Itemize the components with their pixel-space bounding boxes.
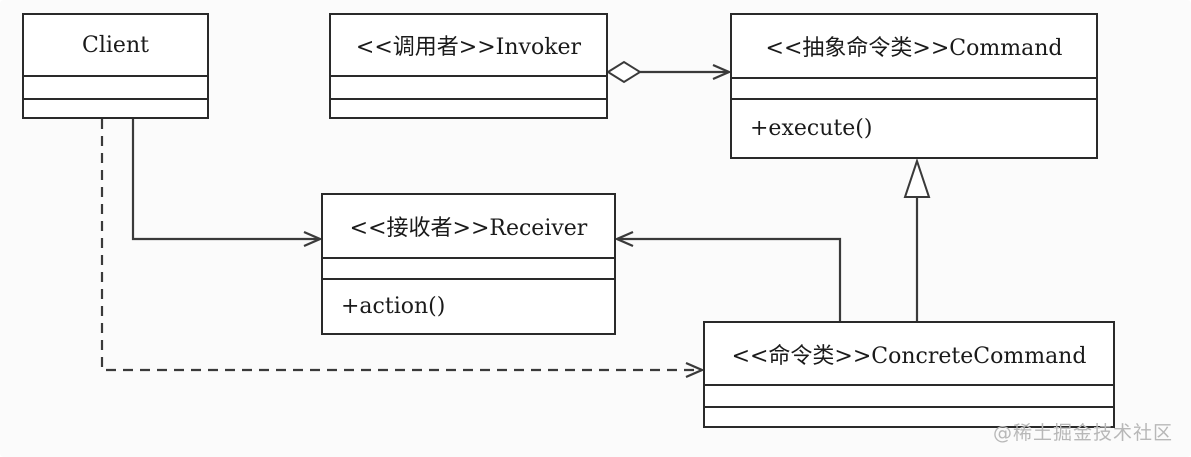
watermark: @稀土掘金技术社区 [992, 422, 1173, 444]
operations-compartment [331, 98, 606, 119]
class-name: <<接收者>>Receiver [349, 216, 588, 241]
operation-execute: +execute() [732, 98, 1096, 157]
class-invoker: <<调用者>>Invoker [329, 13, 608, 119]
class-client: Client [22, 13, 209, 119]
association-concretecommand-receiver [617, 239, 842, 321]
attributes-compartment [24, 75, 207, 98]
aggregation-invoker-command [606, 60, 729, 84]
operations-compartment [705, 406, 1113, 426]
generalization-triangle [903, 157, 931, 198]
class-name: <<命令类>>ConcreteCommand [731, 343, 1087, 369]
class-receiver: <<接收者>>Receiver +action() [321, 193, 616, 335]
class-command: <<抽象命令类>>Command +execute() [730, 13, 1098, 159]
attributes-compartment [732, 77, 1096, 98]
class-name: <<调用者>>Invoker [355, 35, 582, 60]
dependency-client-concretecommand [100, 119, 702, 370]
attributes-compartment [323, 257, 614, 278]
attributes-compartment [705, 384, 1113, 406]
generalization-concretecommand-command [903, 157, 931, 321]
operation-action: +action() [323, 278, 614, 333]
attributes-compartment [331, 75, 606, 98]
class-name: Client [82, 32, 149, 58]
operations-compartment [24, 98, 207, 119]
class-name: <<抽象命令类>>Command [765, 36, 1063, 61]
class-concrete-command: <<命令类>>ConcreteCommand [703, 321, 1115, 428]
aggregation-diamond [606, 60, 642, 84]
association-client-receiver [131, 119, 320, 239]
